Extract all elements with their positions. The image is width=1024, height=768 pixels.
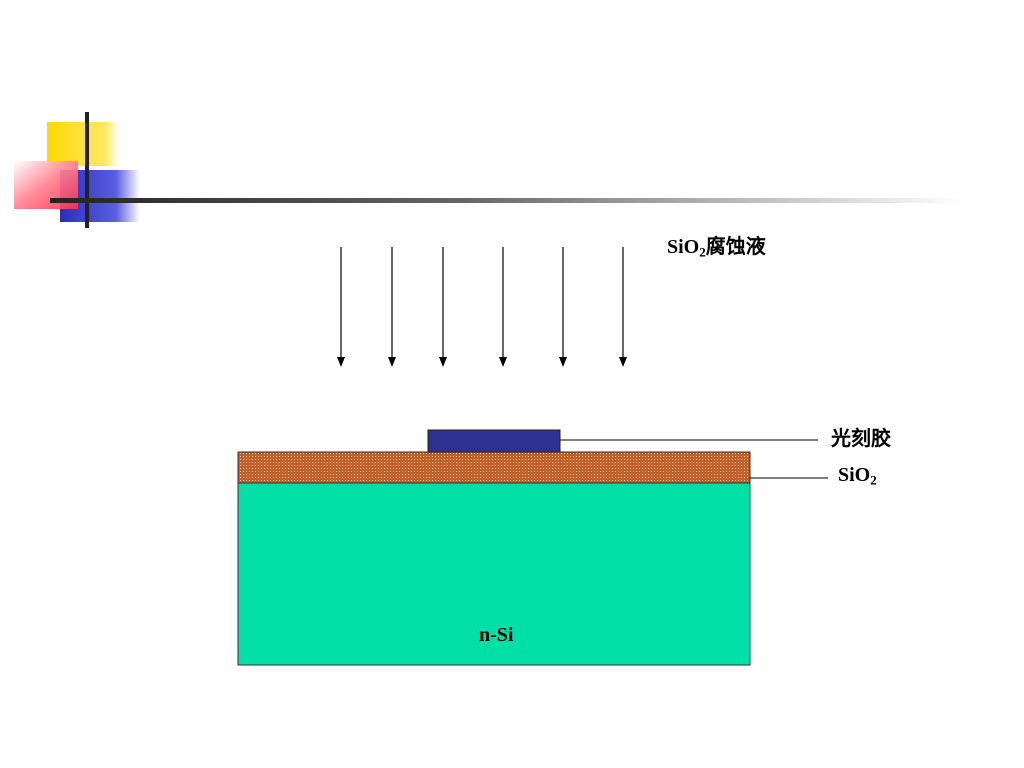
photoresist-label: 光刻胶 [831,428,891,450]
down-arrow-head [499,357,507,367]
logo-vertical-bar [85,112,89,228]
down-arrow-head [439,357,447,367]
substrate-label: n-Si [479,624,514,646]
title-rule [50,198,965,203]
logo-yellow-square [47,122,119,166]
logo-decoration [14,112,140,228]
etchant-label: SiO2腐蚀液 [667,236,766,260]
etchant-arrows [337,247,627,367]
photoresist-block [427,429,561,453]
down-arrow-head [337,357,345,367]
down-arrow-head [619,357,627,367]
substrate-n-si [237,482,751,666]
down-arrow-head [388,357,396,367]
oxide-label: SiO2 [838,464,877,488]
down-arrow-head [559,357,567,367]
oxide-layer [237,451,751,484]
